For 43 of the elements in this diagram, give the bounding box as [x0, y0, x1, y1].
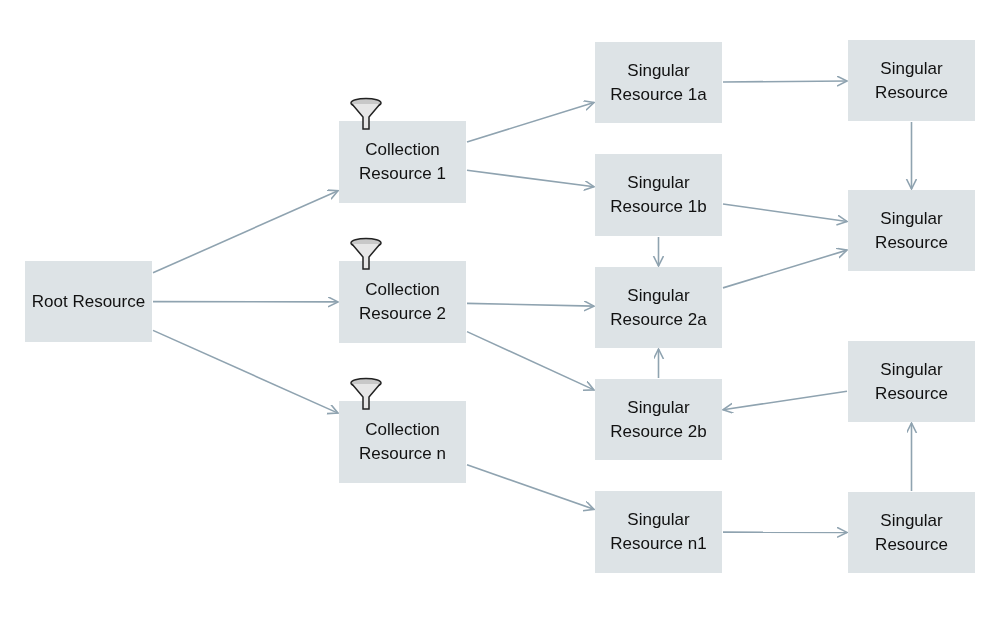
arrow	[652, 348, 665, 379]
arrow	[466, 463, 595, 512]
resource-box	[595, 154, 722, 236]
resource-box	[595, 42, 722, 123]
box-label: Singular Resource	[874, 207, 949, 254]
arrow	[152, 189, 339, 274]
box-label: Singular Resource	[874, 509, 949, 556]
arrow	[722, 247, 848, 289]
resource-box	[339, 401, 466, 483]
resource-box	[595, 267, 722, 348]
resource-box	[848, 492, 975, 573]
resource-box	[848, 40, 975, 121]
arrow	[466, 300, 595, 312]
arrow	[466, 169, 595, 192]
box-label: Singular Resource 2b	[609, 396, 708, 443]
arrow	[722, 75, 848, 87]
box-label: Singular Resource	[874, 57, 949, 104]
resource-box	[848, 341, 975, 422]
box-label: Singular Resource	[874, 358, 949, 405]
box-label: Singular Resource 1a	[609, 59, 708, 106]
box-label: Root Resource	[31, 290, 146, 313]
resource-box	[339, 261, 466, 343]
arrow	[905, 121, 918, 190]
arrow	[722, 526, 848, 539]
arrow	[652, 236, 665, 267]
arrow	[466, 99, 595, 143]
box-label: Collection Resource n	[358, 419, 447, 465]
box-label: Singular Resource 2a	[609, 284, 708, 331]
arrow	[722, 390, 848, 415]
arrow	[722, 203, 848, 226]
arrow	[466, 330, 595, 392]
arrow	[905, 422, 918, 492]
box-label: Singular Resource 1b	[609, 172, 708, 218]
box-label: Collection Resource 2	[358, 279, 447, 325]
box-label: Singular Resource n1	[609, 509, 708, 555]
arrow	[152, 329, 339, 415]
resource-box	[595, 491, 722, 573]
resource-box	[25, 261, 152, 342]
resource-box	[848, 190, 975, 271]
box-label: Collection Resource 1	[358, 139, 447, 185]
arrow	[152, 296, 339, 308]
resource-box	[339, 121, 466, 203]
resource-box	[595, 379, 722, 460]
